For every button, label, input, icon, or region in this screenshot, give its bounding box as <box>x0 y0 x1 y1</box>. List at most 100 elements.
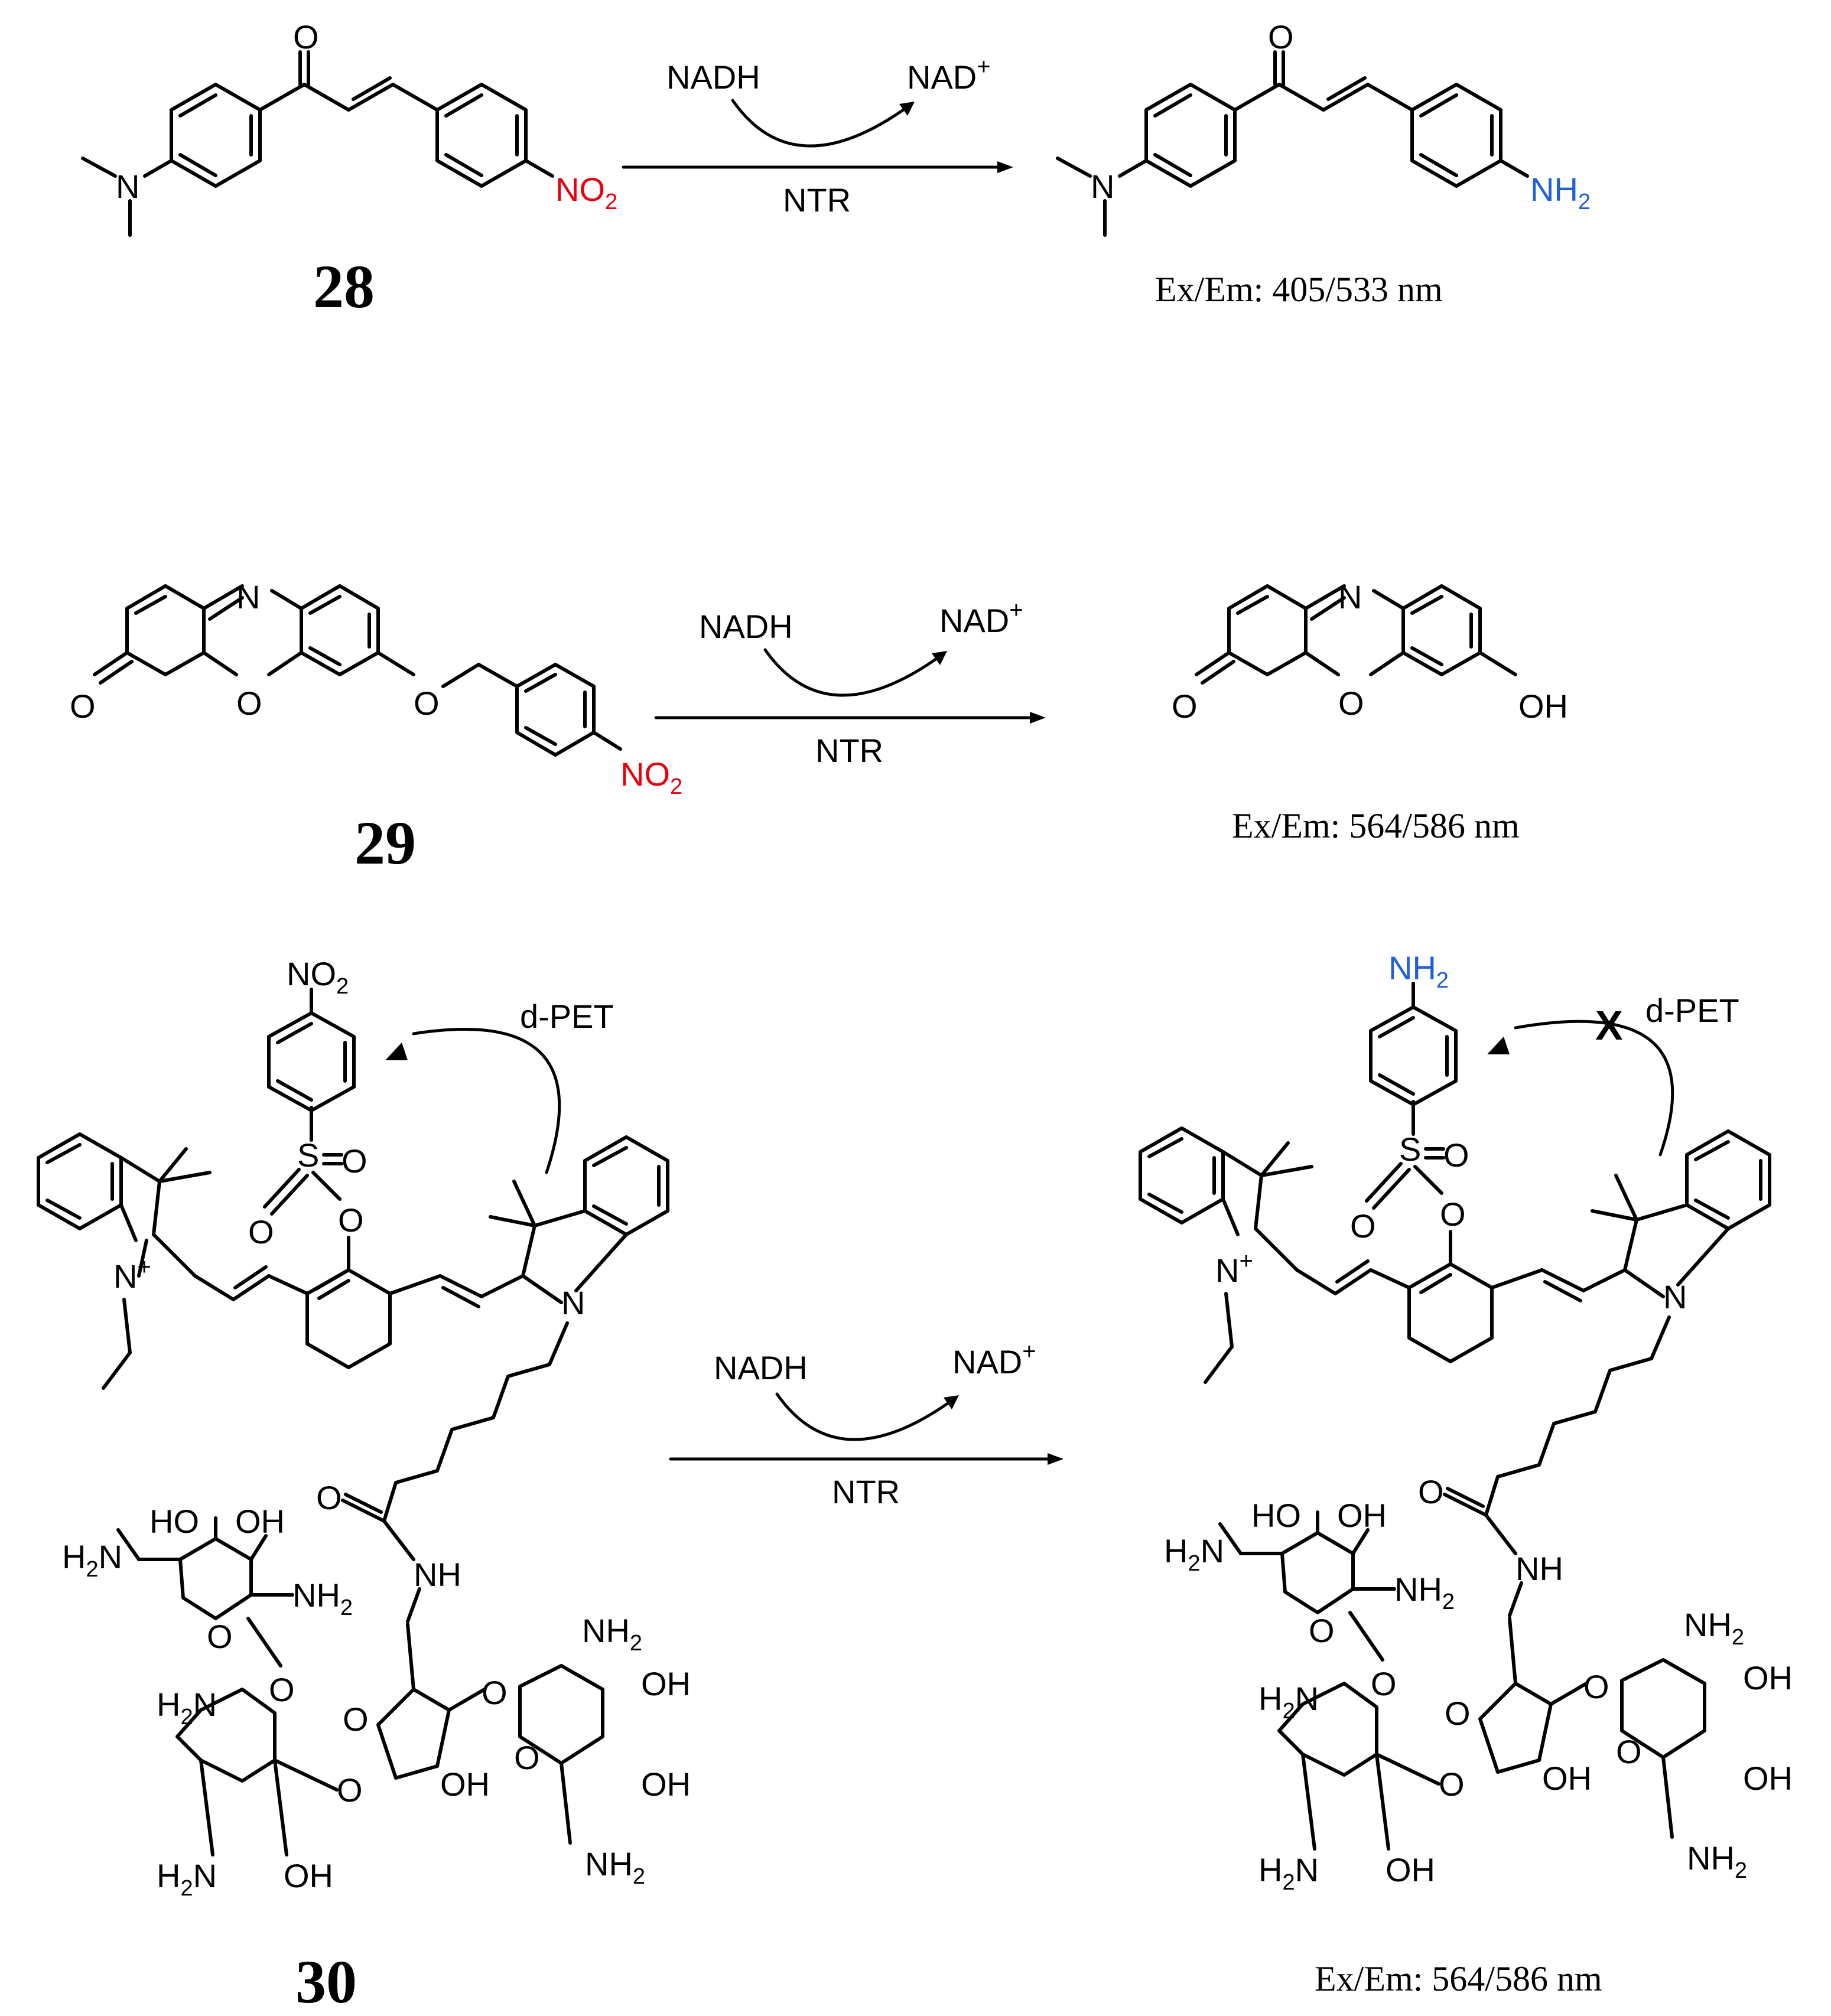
product-amine-group-label: NH2 <box>1388 949 1449 993</box>
ex-em-28: Ex/Em: 405/533 nm <box>1155 270 1443 309</box>
sugar1-oh-label: OH <box>235 1503 285 1540</box>
indolium-n-label: N+ <box>113 1254 151 1295</box>
sugar1-ho-label: HO <box>149 1503 199 1540</box>
product-sugar1-ring-o-label: O <box>1309 1612 1335 1649</box>
sugar1-nh2-label: H2N <box>62 1538 122 1582</box>
product-dos-oh-label: OH <box>1386 1851 1435 1888</box>
oxazine-ketone-o-label: O <box>70 688 96 725</box>
product-glycosidic-o1-label: O <box>1371 1665 1397 1702</box>
compound-28-structure: N O NO2 <box>81 18 617 237</box>
product-ketone-o-label: O <box>1172 688 1198 725</box>
ex-em-29: Ex/Em: 564/586 nm <box>1232 806 1520 845</box>
product-ribose-o-label: O <box>1445 1695 1471 1732</box>
compound-number-30: 30 <box>295 1948 357 2016</box>
product-ribose-oh-label: OH <box>1542 1760 1592 1797</box>
product-hydroxyl-label: OH <box>1518 688 1568 725</box>
dos-nh2-1-label: H2N <box>157 1686 217 1730</box>
compound-number-28: 28 <box>313 253 375 321</box>
product-sugar3-ring-o-label: O <box>1616 1733 1642 1770</box>
enzyme-ntr-label-2: NTR <box>815 732 883 769</box>
reaction-arrow-1: NADH NAD+ NTR <box>622 54 1013 219</box>
dpet-blocked-mark: X <box>1595 1002 1623 1048</box>
enzyme-ntr-label: NTR <box>783 181 851 219</box>
dos-oh-label: OH <box>284 1857 333 1894</box>
glycosidic-o2-label: O <box>337 1771 363 1809</box>
sugar1-nh-label: NH2 <box>292 1577 353 1620</box>
product-sugar3-oh1-label: OH <box>1743 1659 1793 1696</box>
product-sugar1-oh-label: OH <box>1337 1497 1387 1534</box>
reaction-30: N+ O S O O <box>37 949 1793 2016</box>
sugar3-ch2nh2-label: NH2 <box>585 1845 645 1889</box>
product-phenoxazine-n-label: N <box>1338 578 1362 615</box>
sugar3-nh2-label: NH2 <box>582 1612 642 1656</box>
compound-number-29: 29 <box>355 809 416 877</box>
ex-em-30: Ex/Em: 564/586 nm <box>1315 1959 1602 1998</box>
reaction-arrow-2: NADH NAD+ NTR <box>654 597 1046 769</box>
sugar1-ring-o-label: O <box>207 1618 233 1655</box>
enzyme-ntr-label-3: NTR <box>832 1473 900 1510</box>
reaction-arrow-3: NADH NAD+ NTR <box>669 1338 1064 1510</box>
cofactor-nad-label-2: NAD+ <box>939 597 1023 639</box>
amine-group-label: NH2 <box>1530 171 1591 214</box>
product-sulfonyl-o2-label: O <box>1443 1136 1469 1174</box>
amide-o-label: O <box>316 1479 342 1516</box>
ether-o-label: O <box>414 685 440 722</box>
indoline-n-label: N <box>561 1284 585 1321</box>
reaction-29: O N O O NO2 29 <box>70 578 1568 877</box>
product-sugar1-nh-label: NH2 <box>1394 1571 1455 1614</box>
product-sugar3-oh2-label: OH <box>1743 1760 1793 1797</box>
product-amide-o-label: O <box>1418 1473 1444 1510</box>
product-dimethylamino-n-label: N <box>1091 168 1114 205</box>
phenoxazine-o-label: O <box>236 685 262 722</box>
cofactor-nadh-label-3: NADH <box>714 1349 808 1386</box>
sugar3-oh2-label: OH <box>641 1766 691 1803</box>
nitro-group-label-30: NO2 <box>287 955 349 999</box>
product-sugar1-ho-label: HO <box>1251 1497 1301 1534</box>
phenoxazine-n-label: N <box>236 578 260 615</box>
product-triflyl-ether-o-label: O <box>1440 1196 1466 1233</box>
triflyl-ether-o-label: O <box>338 1201 364 1239</box>
sugar3-oh1-label: OH <box>641 1665 691 1702</box>
product-ketone-oxygen-label: O <box>1268 18 1294 56</box>
product-glycosidic-o2-label: O <box>1439 1766 1465 1803</box>
ribose-oh-label: OH <box>440 1766 490 1803</box>
sulfonyl-o1-label: O <box>248 1213 274 1250</box>
ribose-o-label: O <box>343 1701 369 1738</box>
product-phenoxazine-o-label: O <box>1338 685 1364 722</box>
product-sugar1-nh2-label: H2N <box>1164 1532 1224 1576</box>
product-dos-nh2-2-label: H2N <box>1258 1851 1319 1895</box>
nitro-group-label-29: NO2 <box>620 755 682 799</box>
product-sugar3-ch2nh2-label: NH2 <box>1687 1839 1747 1883</box>
sugar3-ring-o-label: O <box>514 1739 540 1776</box>
product-glycosidic-o3-label: O <box>1583 1668 1609 1705</box>
amide-nh-label: NH <box>414 1556 461 1593</box>
sulfonyl-s-label: S <box>297 1136 319 1174</box>
product-30-structure: N+ O S O O NH2 <box>1139 949 1793 1895</box>
product-dpet-label: d-PET <box>1645 992 1739 1029</box>
dimethylamino-n-label: N <box>116 168 139 205</box>
dos-nh2-2-label: H2N <box>157 1857 217 1901</box>
dpet-label: d-PET <box>520 998 614 1035</box>
product-amide-nh-label: NH <box>1515 1550 1563 1587</box>
compound-29-structure: O N O O NO2 <box>70 578 682 799</box>
product-28-structure: N O NH2 <box>1056 18 1591 237</box>
product-sulfonyl-o1-label: O <box>1350 1207 1376 1245</box>
product-sulfonyl-s-label: S <box>1399 1131 1421 1168</box>
cofactor-nadh-label: NADH <box>666 58 760 96</box>
glycosidic-o3-label: O <box>482 1674 508 1711</box>
product-29-structure: O N O OH <box>1172 578 1568 725</box>
compound-30-structure: N+ O S O O <box>37 955 691 1901</box>
ketone-oxygen-label: O <box>293 18 319 56</box>
cofactor-nad-label-3: NAD+ <box>952 1338 1036 1380</box>
sulfonyl-o2-label: O <box>342 1142 367 1180</box>
cofactor-nadh-label-2: NADH <box>699 608 793 645</box>
nitro-group-label: NO2 <box>555 171 617 214</box>
product-indolium-n-label: N+ <box>1215 1248 1253 1289</box>
product-dos-nh2-1-label: H2N <box>1258 1680 1319 1724</box>
glycosidic-o1-label: O <box>269 1671 295 1708</box>
product-indoline-n-label: N <box>1663 1278 1687 1315</box>
reaction-28: N O NO2 28 <box>81 18 1591 321</box>
product-sugar3-nh2-label: NH2 <box>1684 1606 1744 1650</box>
